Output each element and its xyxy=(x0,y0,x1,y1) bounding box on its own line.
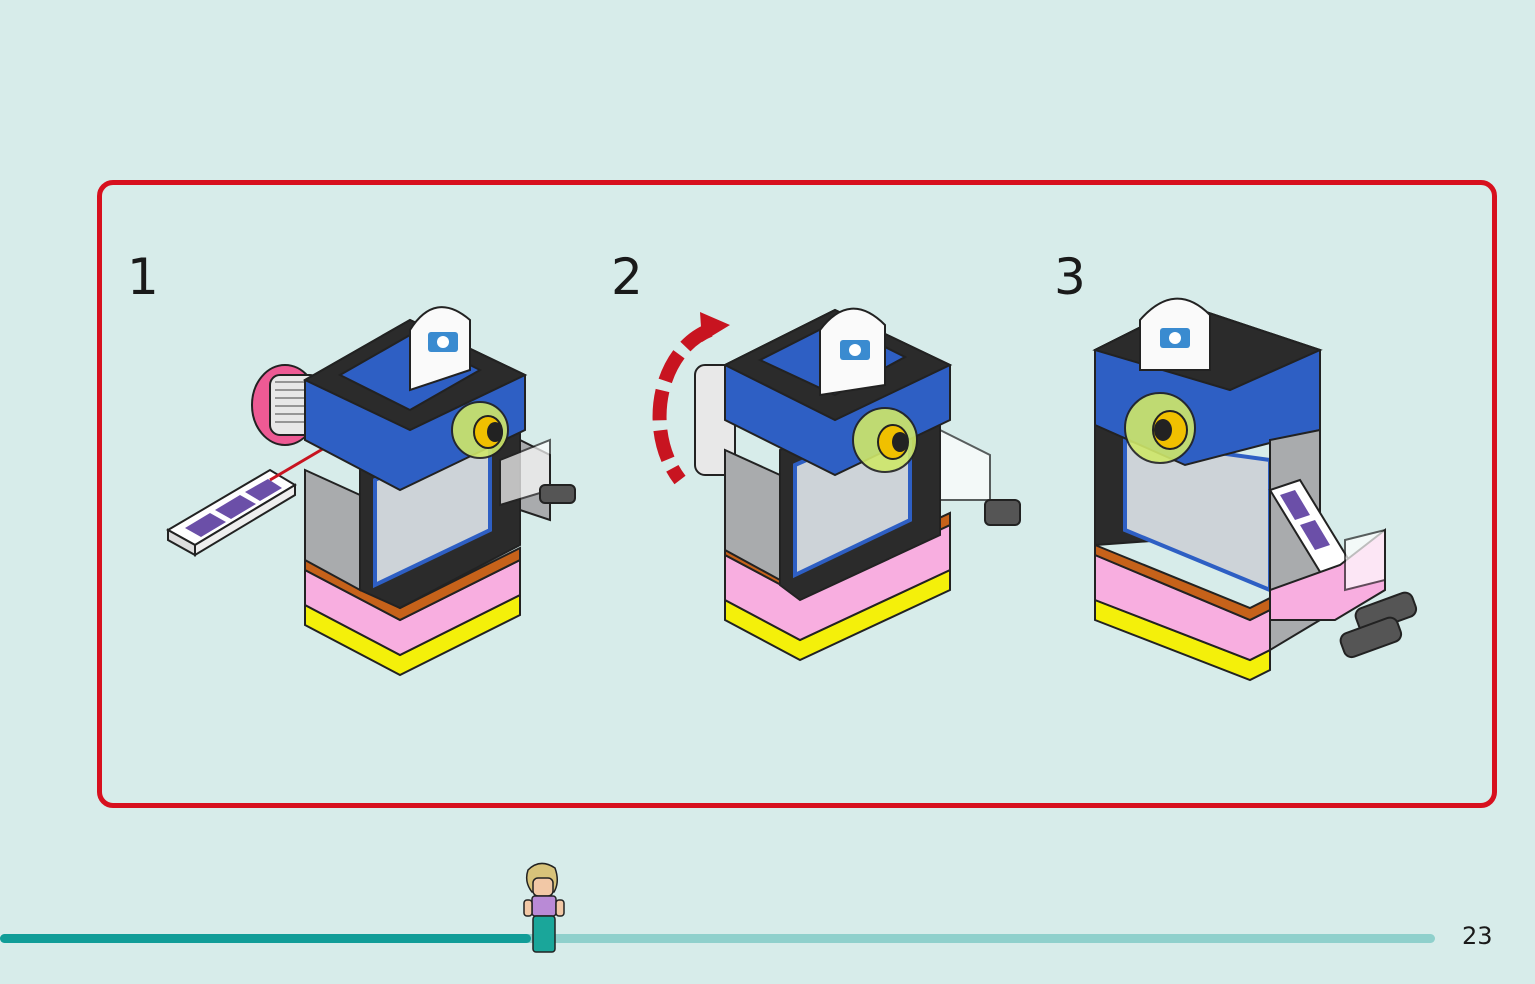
photo-strip-tile-icon xyxy=(165,468,297,557)
progress-track xyxy=(0,934,1435,943)
build-steps-frame xyxy=(97,180,1497,808)
step-3-illustration xyxy=(1092,297,1418,682)
minifigure-progress-marker-icon xyxy=(523,862,565,953)
step-number-3: 3 xyxy=(1054,248,1086,306)
step-number-2: 2 xyxy=(611,248,643,306)
step-2-illustration xyxy=(652,307,1021,662)
rotate-arrow-icon xyxy=(652,312,730,485)
progress-fill xyxy=(0,934,531,943)
step-number-1: 1 xyxy=(127,248,159,306)
step-1-illustration xyxy=(165,306,576,677)
page-number: 23 xyxy=(1462,922,1493,950)
photo-strip-output-icon xyxy=(1268,478,1357,582)
